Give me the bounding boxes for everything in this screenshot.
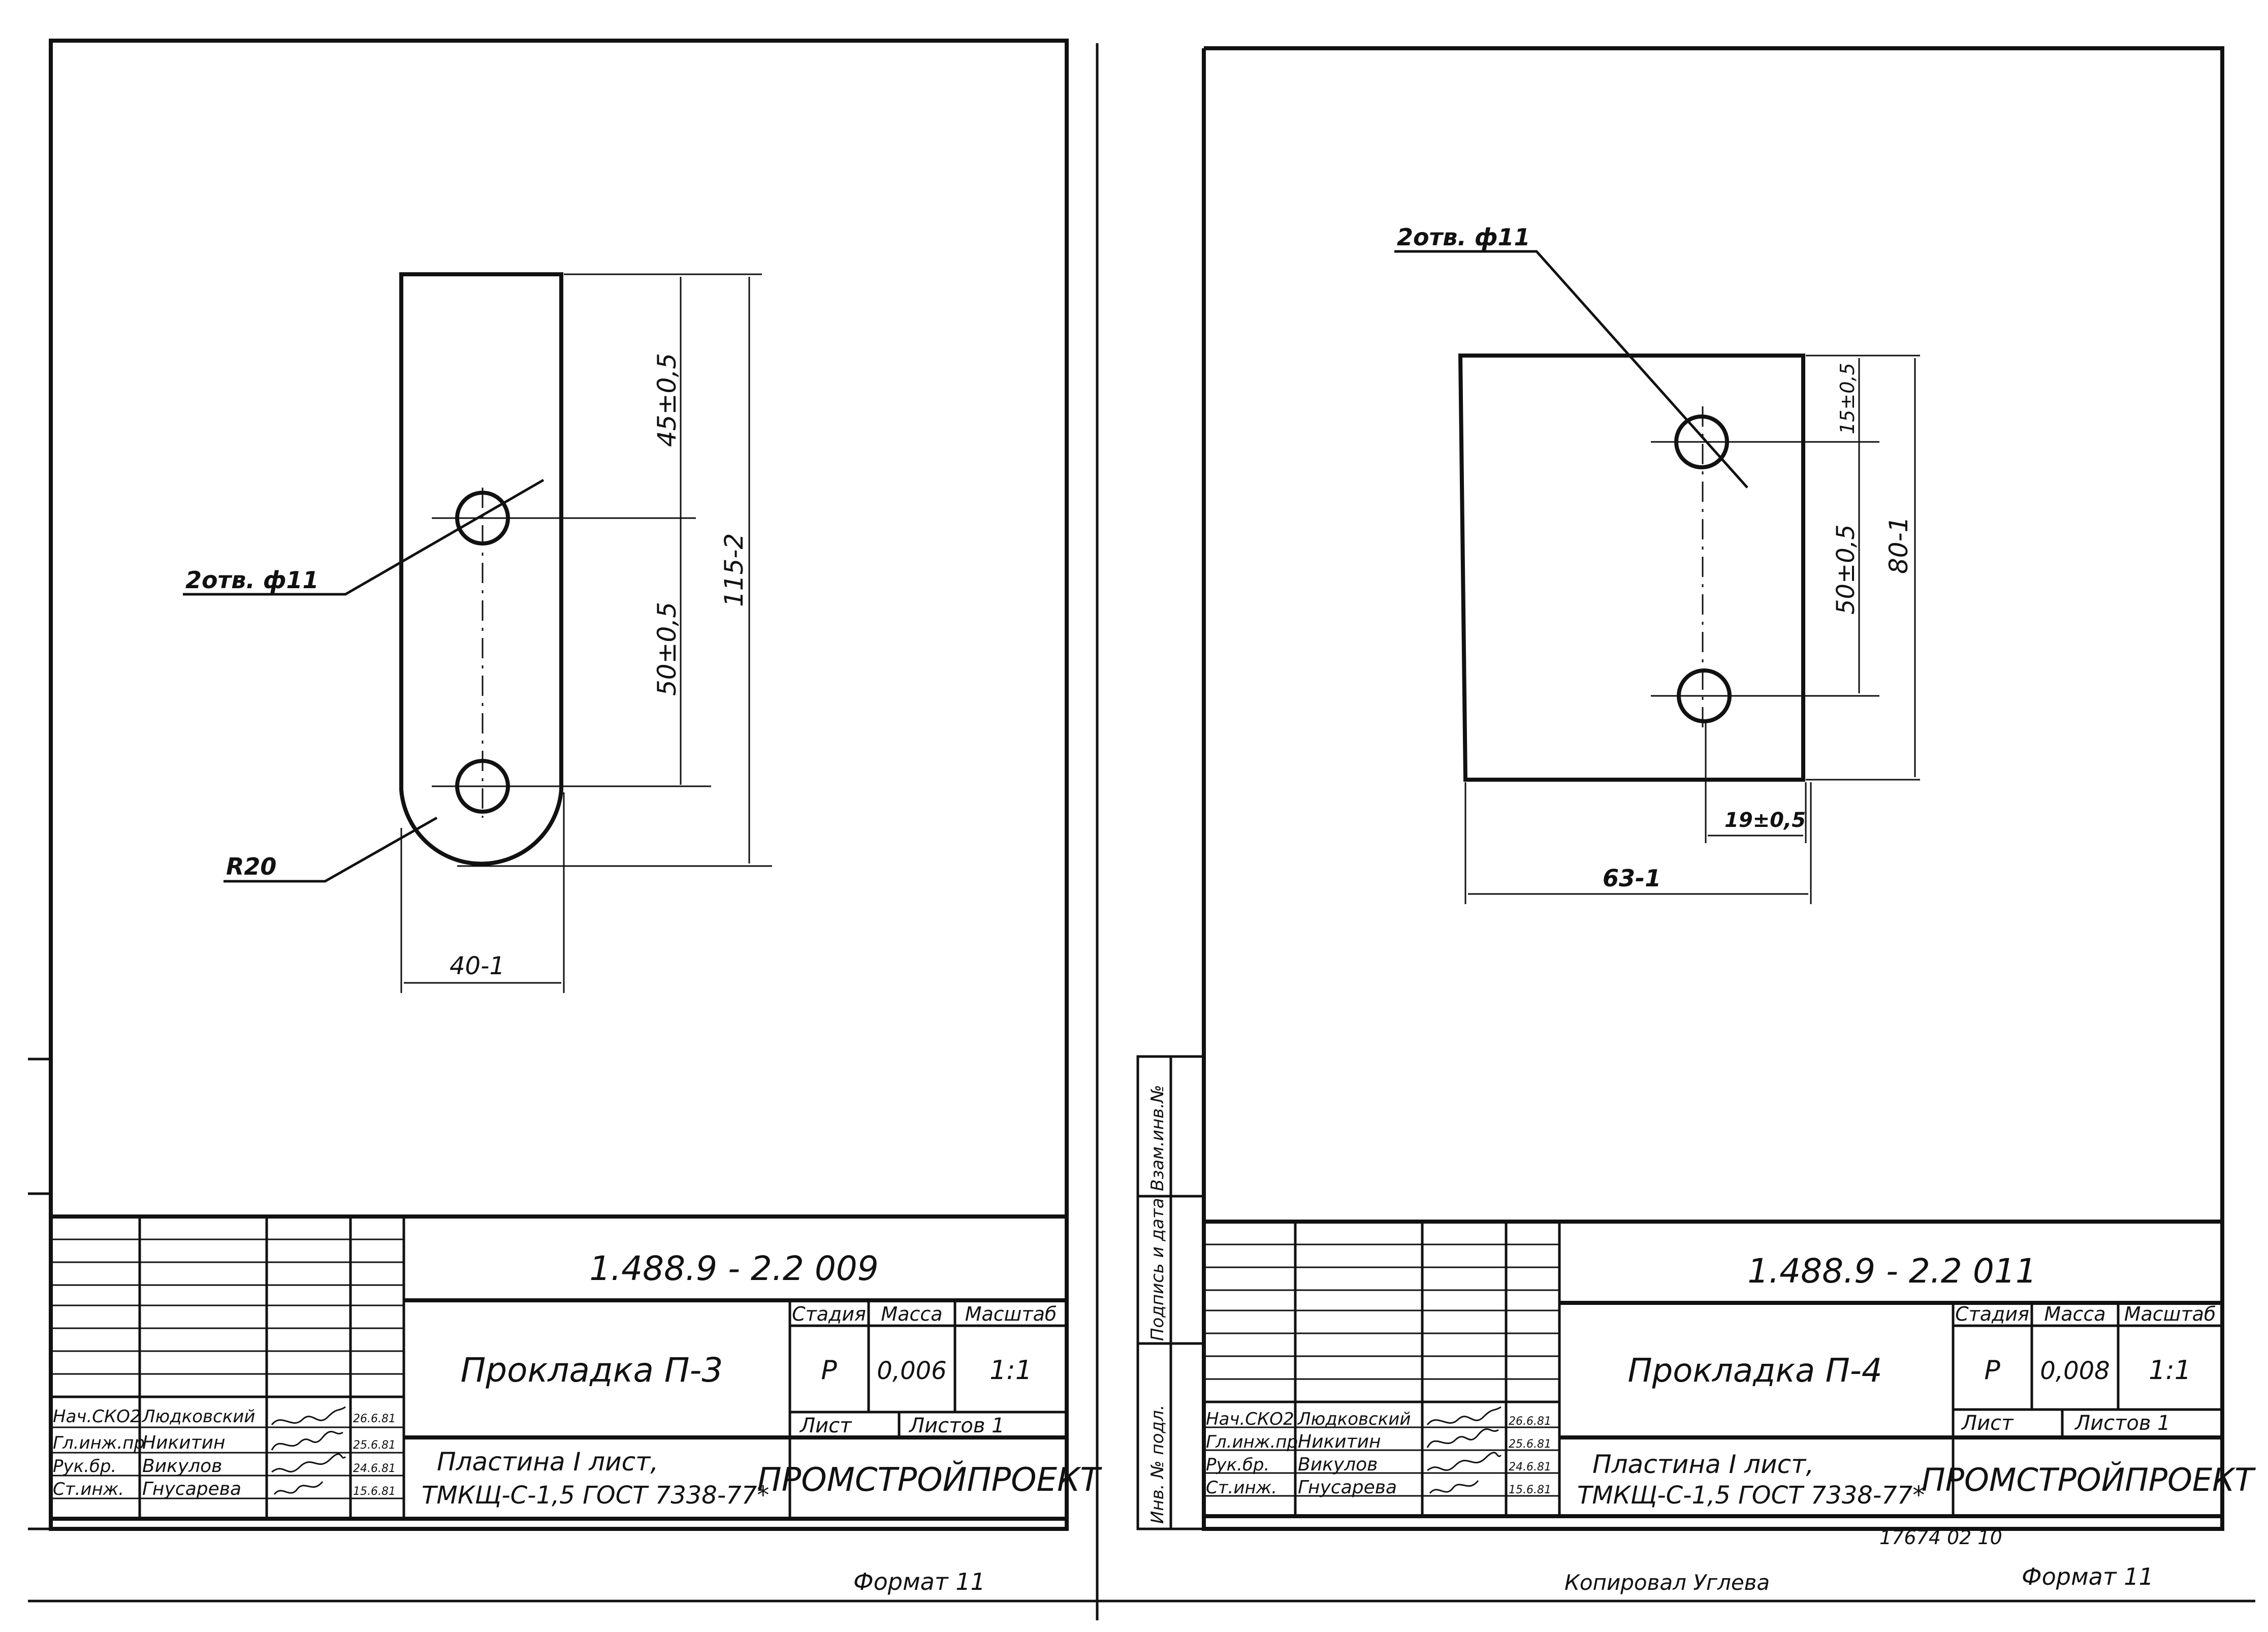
sheet-label: Лист	[799, 1414, 852, 1437]
signature	[271, 1431, 343, 1451]
holes-callout: 2отв. ф11	[185, 566, 319, 594]
stage-value: Р	[1984, 1355, 2000, 1386]
signature	[1429, 1480, 1479, 1494]
dim-80: 80-1	[1884, 517, 1913, 574]
stage-value: Р	[821, 1355, 837, 1386]
leader-radius	[223, 816, 438, 883]
mass-value: 0,006	[877, 1357, 946, 1385]
signer-date: 15.6.81	[1509, 1484, 1551, 1496]
copied-by: Копировал Углева	[1564, 1570, 1770, 1595]
signer-name: Гнусарева	[142, 1479, 241, 1499]
material-line-2: ТМКЩ-С-1,5 ГОСТ 7338-77*	[1577, 1481, 1925, 1510]
dim-63: 63-1	[1603, 865, 1661, 892]
signer-name: Никитин	[142, 1432, 226, 1453]
leader-holes	[183, 478, 545, 596]
material-line-2: ТМКЩ-С-1,5 ГОСТ 7338-77*	[422, 1481, 769, 1510]
signer-name: Людковский	[1297, 1409, 1411, 1429]
title-block	[1204, 1220, 2222, 1518]
signer-role: Нач.СКО2	[53, 1406, 141, 1427]
signer-name: Никитин	[1298, 1431, 1381, 1452]
dim-19: 19±0,5	[1724, 809, 1806, 832]
doc-number: 1.488.9 - 2.2 009	[589, 1249, 879, 1288]
stage-header: Стадия	[792, 1303, 866, 1325]
dim-40: 40-1	[450, 952, 505, 980]
stage-header: Стадия	[1955, 1303, 2029, 1325]
left-sheet: 2отв. ф11 R20 45±0,5 50±0,5 115-2 40-1	[28, 39, 1103, 1595]
material-line-1: Пластина I лист,	[1592, 1450, 1814, 1479]
leader-holes	[1394, 250, 1748, 489]
signer-role: Ст.инж.	[53, 1479, 124, 1499]
format-label: Формат 11	[853, 1568, 985, 1595]
format-label: Формат 11	[2022, 1563, 2154, 1590]
signer-role: Гл.инж.пр	[53, 1433, 145, 1453]
signer-date: 15.6.81	[353, 1485, 396, 1498]
title-block	[51, 1214, 1067, 1521]
signer-name: Викулов	[142, 1456, 222, 1477]
radius-callout: R20	[226, 853, 276, 880]
sheet-label: Лист	[1961, 1412, 2014, 1435]
signature	[271, 1406, 346, 1425]
signer-role: Нач.СКО2	[1206, 1409, 1294, 1429]
holes-callout: 2отв. ф11	[1397, 223, 1530, 251]
part-name: Прокладка П-4	[1627, 1352, 1882, 1390]
left-frame	[49, 39, 1069, 1531]
signature	[1427, 1452, 1502, 1471]
mass-header: Масса	[2044, 1303, 2105, 1325]
signature	[1426, 1406, 1502, 1425]
signature	[271, 1453, 346, 1473]
dim-45: 45±0,5	[652, 353, 682, 447]
signer-role: Ст.инж.	[1206, 1478, 1277, 1498]
mass-value: 0,008	[2040, 1357, 2110, 1385]
side-stamp-sign: Подпись и дата	[1147, 1198, 1168, 1341]
signer-date: 25.6.81	[353, 1439, 396, 1452]
signer-role: Гл.инж.пр	[1206, 1432, 1298, 1452]
signer-date: 25.6.81	[1509, 1438, 1551, 1451]
part-name: Прокладка П-3	[461, 1351, 723, 1390]
signer-date: 26.6.81	[1509, 1415, 1551, 1428]
signer-role: Рук.бр.	[53, 1456, 116, 1477]
dim-50: 50±0,5	[1832, 524, 1860, 615]
part-outline-p3	[399, 272, 563, 866]
signer-name: Викулов	[1298, 1454, 1378, 1475]
archive-number: 17674 02 10	[1879, 1526, 2002, 1549]
organization: ПРОМСТРОЙПРОЕКТ	[757, 1460, 1103, 1499]
doc-number: 1.488.9 - 2.2 011	[1747, 1252, 2037, 1291]
dim-50: 50±0,5	[652, 602, 682, 696]
scale-header: Масштаб	[965, 1303, 1057, 1325]
side-stamp-vzam: Взам.инв.№	[1147, 1085, 1168, 1191]
signer-role: Рук.бр.	[1206, 1455, 1269, 1475]
signer-name: Гнусарева	[1298, 1477, 1397, 1498]
organization: ПРОМСТРОЙПРОЕКТ	[1922, 1461, 2256, 1498]
dim-115: 115-2	[719, 533, 749, 607]
dim-15: 15±0,5	[1836, 363, 1859, 434]
signer-date: 24.6.81	[1509, 1461, 1551, 1474]
signer-date: 26.6.81	[353, 1413, 396, 1425]
material-line-1: Пластина I лист,	[437, 1447, 658, 1477]
part-outline-p4	[1458, 354, 1805, 782]
scale-header: Масштаб	[2124, 1303, 2216, 1325]
signature	[273, 1481, 324, 1495]
scale-value: 1:1	[2149, 1355, 2191, 1386]
signer-date: 24.6.81	[353, 1462, 396, 1475]
sheets-label: Листов 1	[2074, 1412, 2170, 1435]
mass-header: Масса	[881, 1303, 942, 1325]
scale-value: 1:1	[989, 1355, 1032, 1386]
signature	[1426, 1428, 1499, 1448]
right-frame	[1202, 46, 2224, 1531]
signer-name: Людковский	[141, 1406, 255, 1427]
side-stamp-inv: Инв. № подл.	[1147, 1404, 1168, 1524]
sheets-label: Листов 1	[908, 1414, 1005, 1437]
right-sheet: Инв. № подл. Подпись и дата Взам.инв.№ 2…	[1136, 46, 2256, 1595]
